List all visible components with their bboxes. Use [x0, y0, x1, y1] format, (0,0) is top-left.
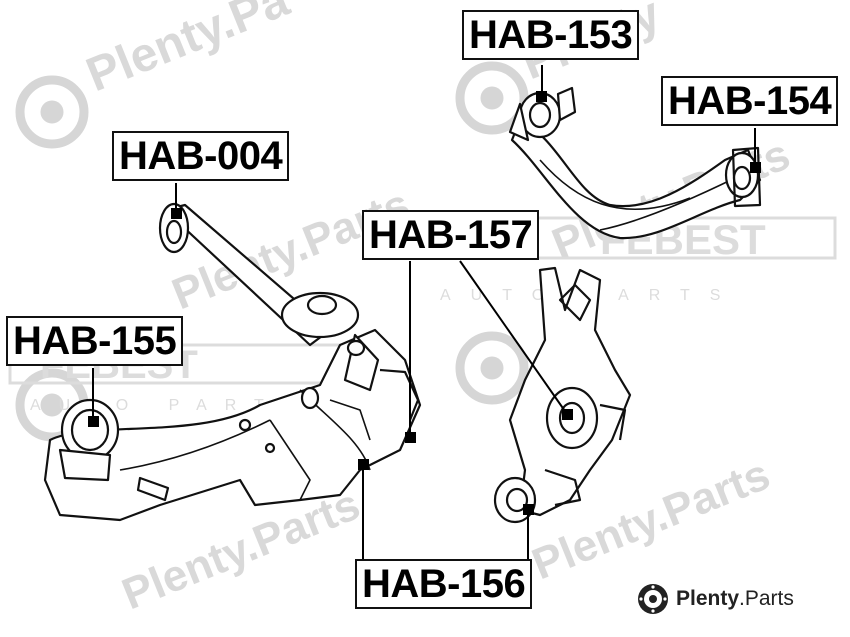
- logo-text: Plenty.Parts: [676, 587, 794, 611]
- callout-hab-157: HAB-157: [362, 210, 540, 260]
- leader-marker-hab-157-b: [405, 432, 416, 443]
- watermark-gear-icon-1: [15, 75, 89, 149]
- plenty-parts-logo: Plenty.Parts: [636, 582, 794, 616]
- leader-marker-hab-153: [536, 91, 547, 102]
- logo-text-rest: .Parts: [739, 587, 794, 610]
- leader-marker-hab-155: [88, 416, 99, 427]
- callout-hab-153: HAB-153: [462, 10, 640, 60]
- leader-marker-hab-156-a: [358, 459, 369, 470]
- callout-hab-004: HAB-004: [112, 131, 290, 181]
- upper-control-arm: [508, 86, 762, 240]
- leader-marker-hab-154: [750, 162, 761, 173]
- callout-hab-155: HAB-155: [6, 316, 184, 366]
- watermark-gear-icon-2: [455, 61, 529, 135]
- callout-hab-154: HAB-154: [661, 76, 839, 126]
- trailing-arm-assembly: [43, 202, 422, 522]
- watermark-text-1: Plenty.Pa: [79, 0, 296, 102]
- watermark-gear-icon-3: [455, 331, 529, 405]
- leader-lines: [88, 65, 761, 560]
- leader-marker-hab-157-a: [562, 409, 573, 420]
- logo-text-bold: Plenty: [676, 587, 740, 610]
- callout-hab-156: HAB-156: [355, 559, 533, 609]
- leader-line-hab-157-a: [459, 260, 568, 415]
- leader-marker-hab-004: [171, 208, 182, 219]
- leader-marker-hab-156-b: [523, 504, 534, 515]
- brake-disc-icon: [638, 584, 668, 614]
